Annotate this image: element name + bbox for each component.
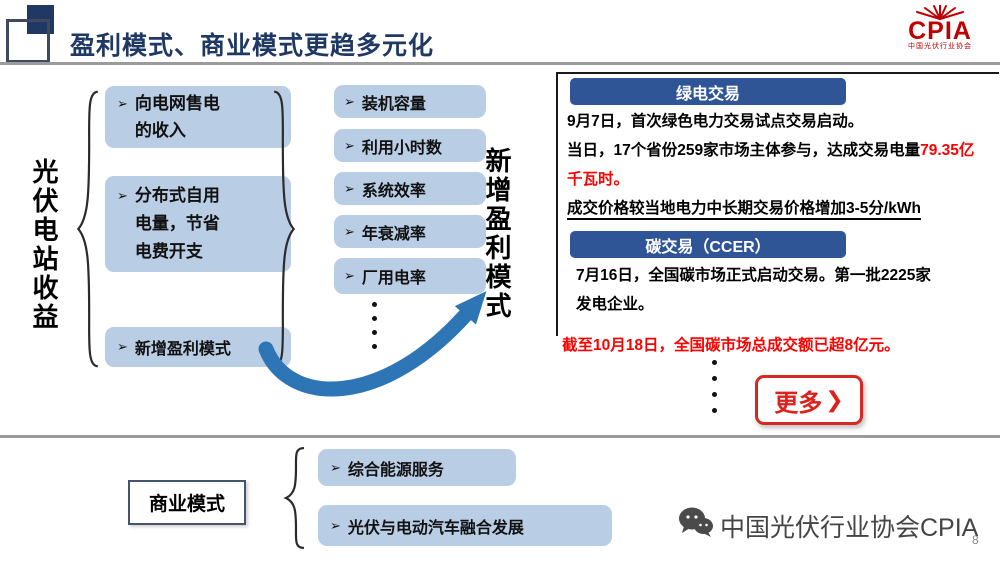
factor-item-capacity: ➢ 装机容量 [334, 85, 486, 118]
business-item-pv-ev-integration: ➢ 光伏与电动汽车融合发展 [318, 505, 612, 546]
arrow-bullet-icon: ➢ [344, 268, 355, 283]
right-panel-border [556, 72, 999, 336]
more-button-label: 更多 [774, 389, 823, 417]
carbon-trading-paragraph: 7月16日，全国碳市场正式启动交易。第一批2225家 发电企业。 [576, 261, 931, 319]
income-box-grid-sales: ➢ 向电网售电 的收入 [105, 86, 291, 148]
carbon-trading-line2: 发电企业。 [576, 296, 654, 313]
logo-text: CPIA [908, 17, 972, 45]
arrow-bullet-icon: ➢ [330, 517, 341, 533]
business-item-energy-services: ➢ 综合能源服务 [318, 449, 516, 486]
swoosh-arrow-icon [258, 291, 487, 397]
watermark-text: 中国光伏行业协会CPIA [720, 514, 979, 542]
arrow-bullet-icon: ➢ [117, 339, 128, 354]
arrow-bullet-icon: ➢ [117, 188, 128, 203]
green-trading-line4: 成交价格较当地电力中长期交易价格增加3-5分/kWh [567, 200, 921, 217]
income-box-new-profit-label: 新增盈利模式 [134, 341, 231, 358]
chevron-right-icon: ❯ [825, 387, 844, 412]
income-box-self-use-line3: 电费开支 [134, 242, 203, 261]
factor-item-utilization-hours: ➢ 利用小时数 [334, 129, 486, 162]
arrow-bullet-icon: ➢ [344, 93, 355, 109]
factor-item-label: 利用小时数 [361, 139, 442, 157]
business-item-label: 光伏与电动汽车融合发展 [347, 519, 524, 537]
page-number: 8 [972, 533, 979, 547]
right-panel-ellipsis-dots [712, 360, 717, 413]
factor-item-system-efficiency: ➢ 系统效率 [334, 172, 486, 205]
business-model-label-box: 商业模式 [128, 480, 246, 525]
business-item-label: 综合能源服务 [347, 461, 444, 479]
page-title: 盈利模式、商业模式更趋多元化 [70, 32, 435, 60]
income-box-grid-sales-line2: 的收入 [134, 121, 186, 140]
income-box-grid-sales-line1: 向电网售电 [134, 94, 220, 113]
income-box-self-use-line2: 电量，节省 [134, 214, 220, 233]
business-brace [282, 446, 306, 550]
carbon-trading-line1: 7月16日，全国碳市场正式启动交易。第一批2225家 [576, 267, 931, 284]
header-rule [0, 62, 1000, 65]
pv-income-brace [74, 86, 100, 372]
more-button[interactable]: 更多 ❯ [755, 375, 863, 425]
arrow-bullet-icon: ➢ [344, 180, 355, 196]
green-trading-paragraph: 9月7日，首次绿色电力交易试点交易启动。 当日，17个省份259家市场主体参与，… [567, 107, 974, 223]
green-trading-line1: 9月7日，首次绿色电力交易试点交易启动。 [567, 113, 864, 130]
arrow-bullet-icon: ➢ [344, 137, 355, 153]
cpia-logo: CPIA 中国光伏行业协会 [884, 5, 996, 51]
arrow-bullet-icon: ➢ [117, 96, 128, 111]
income-box-self-use-line1: 分布式自用 [134, 186, 220, 205]
wechat-icon [679, 507, 713, 537]
factor-item-annual-degradation: ➢ 年衰减率 [334, 215, 486, 248]
arrow-bullet-icon: ➢ [330, 459, 341, 475]
deco-square-outline [6, 19, 50, 63]
arrow-bullet-icon: ➢ [344, 223, 355, 239]
logo-subtext: 中国光伏行业协会 [908, 43, 972, 50]
factor-item-label: 装机容量 [361, 95, 426, 113]
income-box-self-use: ➢ 分布式自用 电量，节省 电费开支 [105, 176, 291, 272]
green-trading-line3: 千瓦时。 [567, 171, 630, 188]
section-divider [0, 435, 1000, 438]
logo-rays-icon [916, 5, 964, 20]
factor-item-station-power-rate: ➢ 厂用电率 [334, 258, 486, 294]
factor-item-label: 年衰减率 [361, 225, 426, 243]
pv-income-vertical-label: 光伏电站收益 [29, 158, 59, 332]
carbon-market-red-note: 截至10月18日，全国碳市场总成交额已超8亿元。 [562, 337, 900, 354]
factors-brace [272, 86, 298, 372]
new-profit-vertical-label: 新增盈利模式 [482, 147, 512, 321]
green-trading-header-bar: 绿电交易 [570, 78, 846, 105]
factor-item-label: 厂用电率 [361, 270, 426, 287]
green-trading-line2: 当日，17个省份259家市场主体参与，达成交易电量79.35亿 [567, 142, 975, 159]
carbon-trading-header-bar: 碳交易（CCER） [570, 231, 846, 258]
factors-ellipsis-dots [372, 302, 377, 349]
green-trading-line2-highlight: 79.35亿 [920, 142, 975, 159]
factor-item-label: 系统效率 [361, 182, 426, 200]
